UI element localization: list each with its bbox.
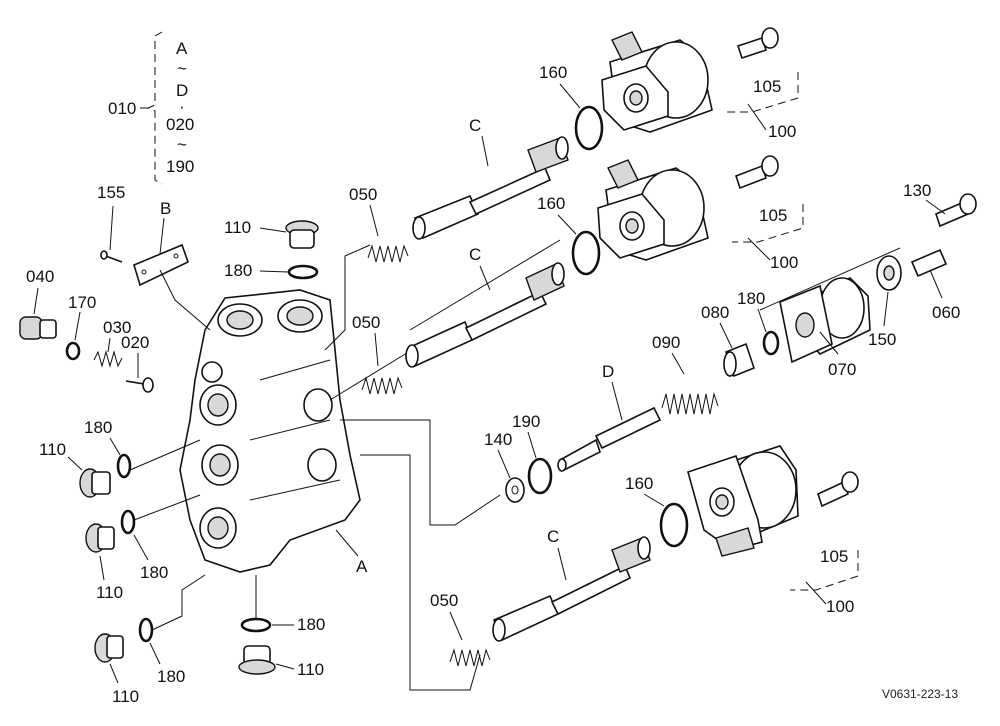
o-ring-180-right <box>762 330 780 356</box>
label-100-upper: 100 <box>768 122 796 141</box>
label-140: 140 <box>484 430 512 449</box>
range-line-6: ~ <box>177 135 187 154</box>
label-160-middle: 160 <box>537 194 565 213</box>
label-group-c-upper: C <box>469 116 481 135</box>
spring-050-middle <box>361 376 403 395</box>
o-ring-160-lower <box>659 502 689 548</box>
bolt-020 <box>125 377 154 393</box>
spool-c-upper <box>412 136 569 240</box>
label-090: 090 <box>652 333 680 352</box>
label-050-upper: 050 <box>349 185 377 204</box>
o-ring-190 <box>527 457 553 495</box>
range-line-1: A <box>176 39 188 58</box>
o-ring-170 <box>65 341 81 361</box>
label-110-top: 110 <box>224 218 251 237</box>
label-100-middle: 100 <box>770 253 798 272</box>
label-group-b: B <box>160 199 171 218</box>
plug-110-left-3 <box>94 633 124 663</box>
label-180-left-3: 180 <box>157 667 185 686</box>
o-ring-180-left-2 <box>120 509 136 535</box>
label-060: 060 <box>932 303 960 322</box>
screw-155 <box>100 250 123 263</box>
cover-070 <box>779 277 871 364</box>
range-line-5: 020 <box>166 115 194 134</box>
nut-150 <box>876 255 902 291</box>
label-050-lower: 050 <box>430 591 458 610</box>
reference-code: V0631-223-13 <box>882 687 958 701</box>
screw-060 <box>910 248 948 278</box>
label-group-a-body: A <box>356 557 368 576</box>
solenoid-middle <box>597 159 709 261</box>
label-050-middle: 050 <box>352 313 380 332</box>
label-180-right: 180 <box>737 289 765 308</box>
bolt-105-lower <box>817 471 859 508</box>
label-110-left-2: 110 <box>96 583 123 602</box>
label-110-bottom: 110 <box>297 660 324 679</box>
label-010: 010 <box>108 99 136 118</box>
o-ring-180-left-3 <box>138 617 154 643</box>
label-105-middle: 105 <box>759 206 787 225</box>
label-180-left-1: 180 <box>84 418 112 437</box>
label-100-lower: 100 <box>826 597 854 616</box>
label-180-bottom: 180 <box>297 615 325 634</box>
label-group-d: D <box>602 362 614 381</box>
label-020: 020 <box>121 333 149 352</box>
label-160-upper: 160 <box>539 63 567 82</box>
label-190: 190 <box>512 412 540 431</box>
label-180-top: 180 <box>224 261 252 280</box>
o-ring-160-middle <box>571 230 601 276</box>
group-range-bracket <box>140 31 163 185</box>
spool-d <box>557 406 662 472</box>
label-180-left-2: 180 <box>140 563 168 582</box>
piston-080 <box>723 342 755 378</box>
name-plate <box>133 243 189 287</box>
o-ring-180-bottom <box>240 617 272 633</box>
range-line-4: · <box>179 97 185 116</box>
label-group-c-middle: C <box>469 245 481 264</box>
label-110-left-3: 110 <box>112 687 139 706</box>
bolt-105-middle <box>734 155 779 190</box>
o-ring-160-upper <box>574 105 604 151</box>
spring-030 <box>93 350 123 368</box>
label-030: 030 <box>103 318 131 337</box>
label-130: 130 <box>903 181 931 200</box>
label-080: 080 <box>701 303 729 322</box>
label-150: 150 <box>868 330 896 349</box>
bolt-130 <box>935 193 977 228</box>
spring-050-upper <box>367 244 409 263</box>
spring-050-lower <box>449 648 491 667</box>
plug-040 <box>19 316 57 340</box>
spool-c-lower <box>492 536 651 642</box>
washer-140 <box>505 477 525 503</box>
label-110-left-1: 110 <box>39 440 66 459</box>
label-105-lower: 105 <box>820 547 848 566</box>
spool-c-middle <box>405 262 565 368</box>
label-040: 040 <box>26 267 54 286</box>
range-line-2: ~ <box>177 59 187 78</box>
range-line-7: 190 <box>166 157 194 176</box>
plug-110-bottom <box>238 645 276 675</box>
bolt-105-upper <box>736 27 779 60</box>
plug-110-left-2 <box>85 523 115 553</box>
label-170: 170 <box>68 293 96 312</box>
label-160-lower: 160 <box>625 474 653 493</box>
label-155: 155 <box>97 183 125 202</box>
spring-090 <box>661 392 719 415</box>
label-070: 070 <box>828 360 856 379</box>
o-ring-180-top <box>287 264 319 280</box>
label-105-upper: 105 <box>753 77 781 96</box>
solenoid-upper <box>601 31 713 133</box>
label-group-c-lower: C <box>547 527 559 546</box>
range-line-3: D <box>176 81 188 100</box>
o-ring-180-left-1 <box>116 453 132 479</box>
valve-body <box>179 289 361 573</box>
plug-110-left-1 <box>79 468 111 498</box>
solenoid-lower <box>687 445 799 557</box>
plug-110-top <box>285 220 319 249</box>
